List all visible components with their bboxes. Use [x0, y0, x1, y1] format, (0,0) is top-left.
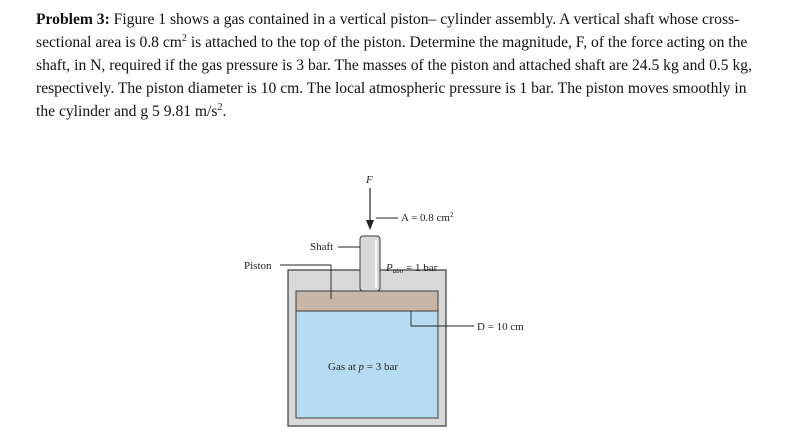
- gas-region: [295, 310, 439, 419]
- piston-leader: [280, 264, 332, 299]
- area-label: A = 0.8 cm2: [401, 211, 454, 224]
- problem-g-exponent: 2: [217, 102, 223, 113]
- problem-text-part2: is attached to the top of the piston. De…: [36, 34, 752, 120]
- piston: [295, 290, 439, 312]
- shaft-label: Shaft: [310, 241, 333, 253]
- problem-area-exponent: 2: [181, 33, 187, 44]
- force-arrow-head: [366, 220, 374, 230]
- gas-label: Gas at p = 3 bar: [328, 361, 398, 373]
- diameter-label: D = 10 cm: [477, 321, 524, 333]
- problem-label: Problem 3:: [36, 11, 110, 28]
- problem-text-part1: Figure 1 shows a gas contained in a vert…: [36, 11, 740, 51]
- patm-label: Patm = 1 bar: [385, 262, 438, 275]
- diameter-leader: [410, 311, 474, 327]
- problem-statement: Problem 3: Figure 1 shows a gas containe…: [36, 8, 756, 123]
- problem-text-end: .: [222, 103, 227, 120]
- force-label: F: [365, 174, 373, 186]
- piston-label: Piston: [244, 260, 272, 272]
